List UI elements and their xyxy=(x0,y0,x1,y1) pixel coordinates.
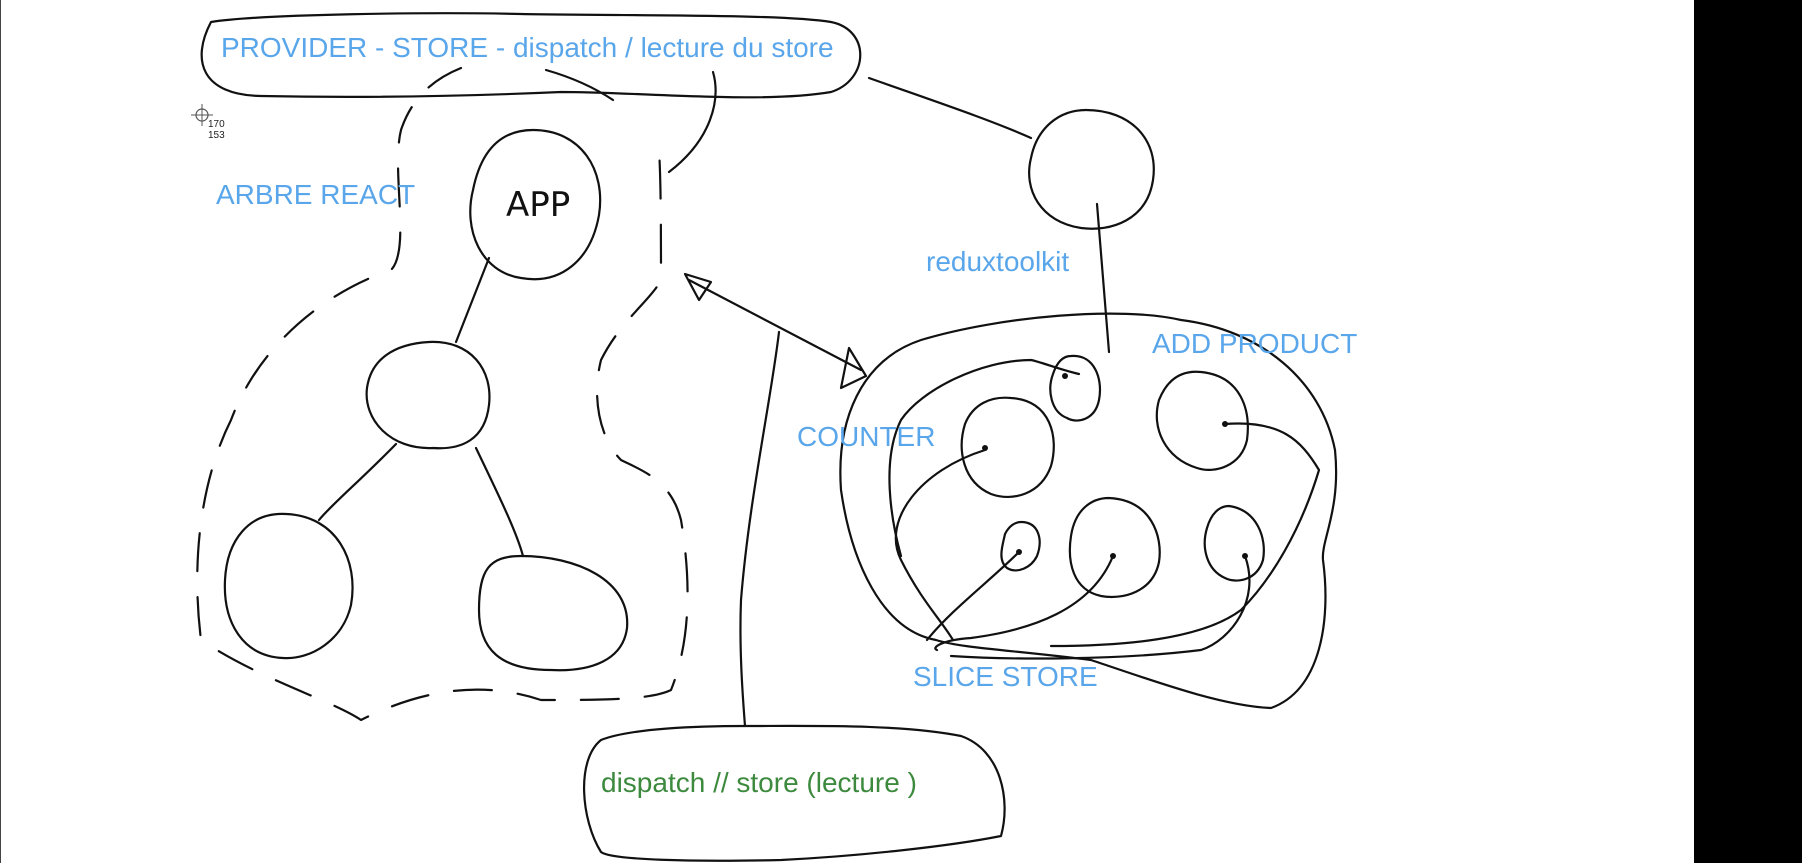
slice-link-small xyxy=(925,550,1021,642)
sketch-strokes xyxy=(196,12,1338,862)
slice-link-add-product xyxy=(1049,422,1321,648)
dot-add-product xyxy=(1222,421,1228,427)
slice-store-blob xyxy=(839,312,1338,710)
reduxtoolkit-label: reduxtoolkit xyxy=(926,246,1070,277)
add-product-label: ADD PRODUCT xyxy=(1152,328,1358,359)
cursor-x: 170 xyxy=(208,119,225,130)
arrow-line xyxy=(687,278,863,372)
slice-link-middle xyxy=(934,554,1115,652)
provider-tree-line-right xyxy=(667,70,717,174)
tree-node-right xyxy=(477,554,629,672)
tree-edge-right xyxy=(474,446,525,558)
counter-slice-node xyxy=(960,396,1055,498)
redux-to-store-line xyxy=(1095,202,1111,354)
dispatch-line xyxy=(739,330,781,728)
tree-edge-app-child xyxy=(454,256,491,344)
arbre-react-label: ARBRE REACT xyxy=(216,179,416,210)
tree-edge-left xyxy=(317,442,398,522)
slice-link-top xyxy=(888,358,1081,558)
tree-node-middle xyxy=(365,340,491,450)
cursor-coordinates: 170 153 xyxy=(208,119,225,141)
counter-label: COUNTER xyxy=(797,421,936,452)
dispatch-blob xyxy=(583,724,1006,862)
provider-blob xyxy=(200,12,862,99)
provider-label: PROVIDER - STORE - dispatch / lecture du… xyxy=(221,32,834,63)
dot-right xyxy=(1242,553,1248,559)
dot-middle xyxy=(1110,553,1116,559)
cursor-y: 153 xyxy=(208,130,225,141)
slice-node-small xyxy=(1000,520,1041,572)
crosshair-cursor-icon xyxy=(191,104,213,126)
slice-node-middle xyxy=(1068,496,1161,598)
react-tree-dashed-boundary xyxy=(196,66,689,722)
provider-redux-line xyxy=(867,76,1033,140)
arrow-head-store xyxy=(839,346,868,390)
dot-top xyxy=(1062,373,1068,379)
arrow-head-tree xyxy=(683,272,713,302)
tree-node-left xyxy=(223,512,354,660)
add-product-slice-node xyxy=(1155,370,1249,471)
slice-link-right xyxy=(949,554,1251,660)
slice-link-counter xyxy=(894,448,987,642)
dot-small xyxy=(1016,549,1022,555)
redux-node xyxy=(1028,108,1155,230)
slice-node-top-small xyxy=(1049,354,1101,422)
app-node xyxy=(469,128,602,281)
slice-node-right xyxy=(1203,504,1265,582)
right-black-bar xyxy=(1694,0,1802,863)
drawing-canvas[interactable]: PROVIDER - STORE - dispatch / lecture du… xyxy=(0,0,1694,863)
provider-tree-line-left xyxy=(544,68,615,102)
slice-store-label: SLICE STORE xyxy=(913,661,1098,692)
dispatch-store-label: dispatch // store (lecture ) xyxy=(601,767,917,798)
dot-counter xyxy=(982,445,988,451)
app-node-label: APP xyxy=(506,185,571,225)
